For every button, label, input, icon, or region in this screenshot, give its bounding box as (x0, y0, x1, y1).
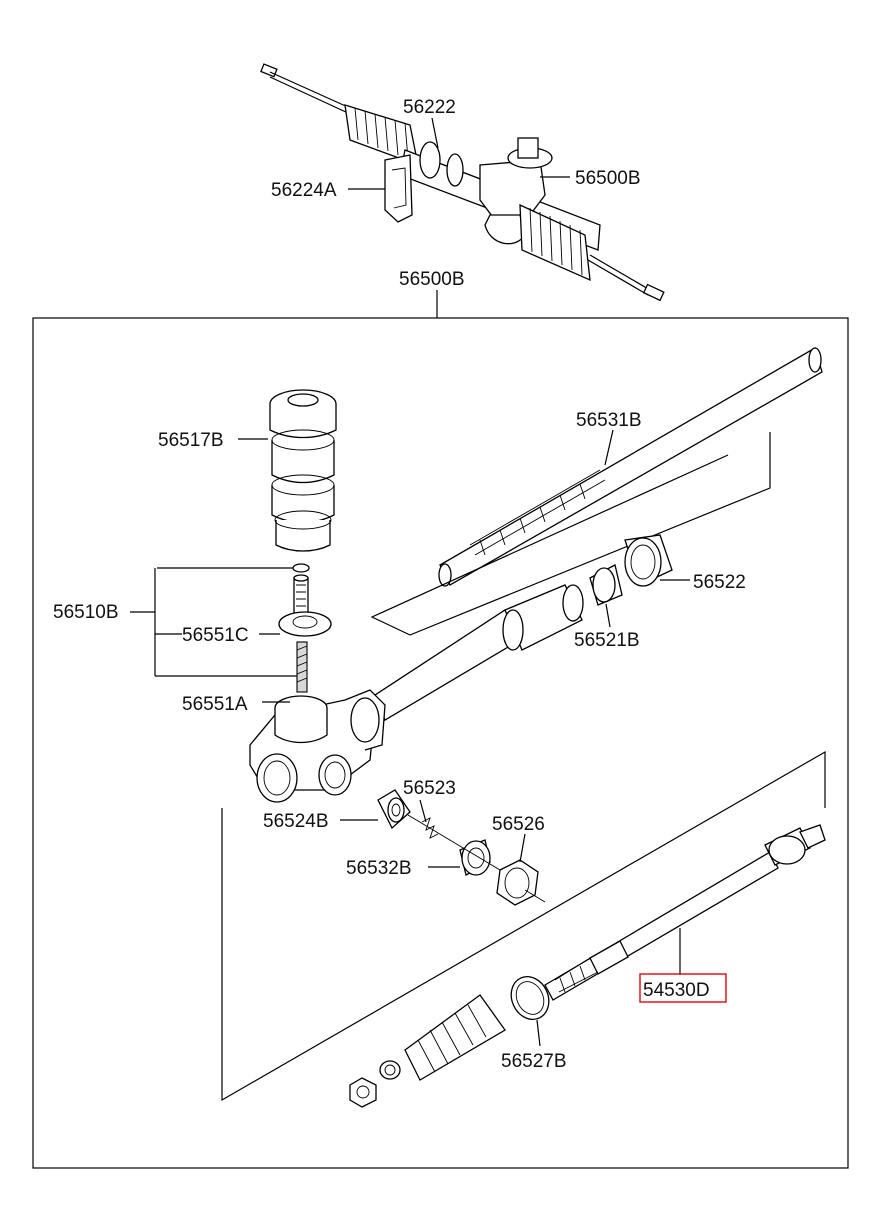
label-56532B: 56532B (346, 858, 412, 879)
label-56500B-box: 56500B (399, 269, 465, 290)
pinion-shaft-56510B (278, 563, 332, 693)
gear-housing-valve-body (249, 689, 386, 803)
label-56551A: 56551A (182, 694, 248, 715)
label-56224A: 56224A (271, 180, 337, 201)
dust-cover-56517B (269, 389, 337, 552)
label-56517B: 56517B (158, 430, 224, 451)
tie-rod-jam-nut (349, 1077, 377, 1108)
label-56522: 56522 (693, 572, 746, 593)
label-56521B: 56521B (574, 630, 640, 651)
highlight-box-54530D (639, 973, 727, 1003)
snap-ring-56527B (510, 976, 550, 1020)
rack-bar-56531B (438, 347, 823, 587)
label-56523: 56523 (403, 778, 456, 799)
bushing-56522 (624, 534, 673, 587)
exploded-view-frame (32, 317, 849, 1169)
label-56510B: 56510B (53, 602, 119, 623)
label-56526: 56526 (492, 814, 545, 835)
label-56551C: 56551C (182, 625, 249, 646)
label-56222: 56222 (403, 97, 456, 118)
yoke-56524B (377, 789, 411, 830)
steering-gear-assembly-overview (260, 63, 665, 318)
outer-bellows-boot (379, 994, 506, 1081)
label-56524B: 56524B (263, 811, 329, 832)
label-54530D[interactable]: 54530D (643, 980, 710, 1001)
lock-nut-56526 (496, 859, 546, 906)
right-bellows-boot (519, 203, 591, 282)
yoke-plug-56532B (459, 839, 491, 876)
label-56500B-top: 56500B (575, 168, 641, 189)
clamp-56224A (384, 154, 413, 223)
rack-housing-tube (374, 584, 584, 721)
pinion-housing-top (479, 137, 553, 245)
inner-tie-rod-54530D (544, 824, 826, 1001)
label-56531B: 56531B (576, 410, 642, 431)
label-56527B: 56527B (501, 1051, 567, 1072)
bushing-56521B (589, 564, 623, 606)
